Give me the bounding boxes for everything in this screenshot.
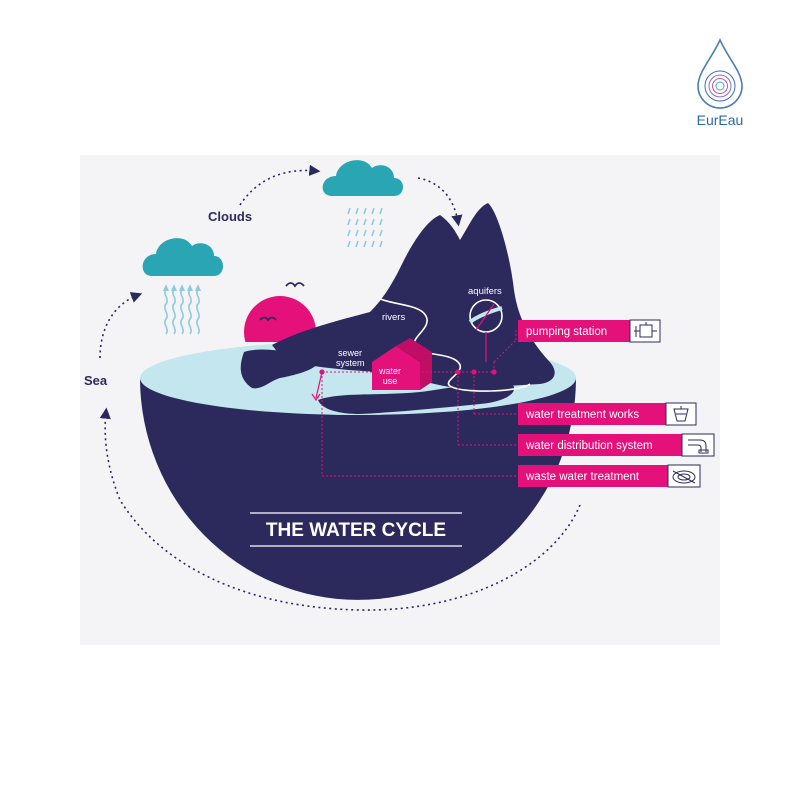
water-use-house: water use [372,338,432,390]
distribution-network [321,330,518,477]
earth-hemisphere [140,378,576,600]
treatment-tank-icon [673,406,689,422]
cycle-arrow-evaporation [99,292,143,359]
water-use-label-line2: use [383,376,398,386]
facility-label: waste water treatment [525,471,640,483]
brand-name: EurEau [697,112,744,128]
pipe-icon [688,439,709,454]
pump-icon [634,322,657,338]
cloud-icon [142,238,223,276]
cycle-arrow-clouds [239,164,321,206]
clarifier-icon [672,470,696,484]
cycle-arrow-precipitation [417,177,463,227]
sewer-label-line2: system [336,358,365,368]
facility-label: water treatment works [525,409,639,421]
rain-cloud-icon [322,160,403,196]
diagram-title: THE WATER CYCLE [266,520,446,541]
facility-tag-waste-water-treatment: waste water treatment [518,464,701,488]
facility-label: pumping station [526,326,607,338]
facility-tag-water-treatment-works: water treatment works [518,402,697,426]
river [377,297,531,392]
sewer-label-line1: sewer [338,348,362,358]
water-use-label-line1: water [378,366,401,376]
facility-tag-water-distribution-system: water distribution system [518,433,715,457]
facility-label: water distribution system [525,440,653,452]
sun-icon [244,296,316,342]
bird-icon [285,282,305,288]
rain-icon [347,207,383,248]
sewer-arrow [315,371,323,399]
shoreline [240,349,319,389]
bird-icon [259,316,277,322]
clouds-label: Clouds [208,209,252,224]
rivers-label: rivers [382,312,405,323]
facility-tag-pumping-station: pumping station [518,319,661,343]
mountain [272,203,555,389]
sea-label: Sea [84,373,108,388]
eureau-logo: EurEau [697,38,744,128]
evaporation-icon [164,289,200,335]
aquifers-label: aquifers [468,286,502,297]
water-drop-icon [697,38,743,109]
aquifer-magnifier: aquifers [468,286,503,362]
cycle-arrow-return [99,407,581,611]
